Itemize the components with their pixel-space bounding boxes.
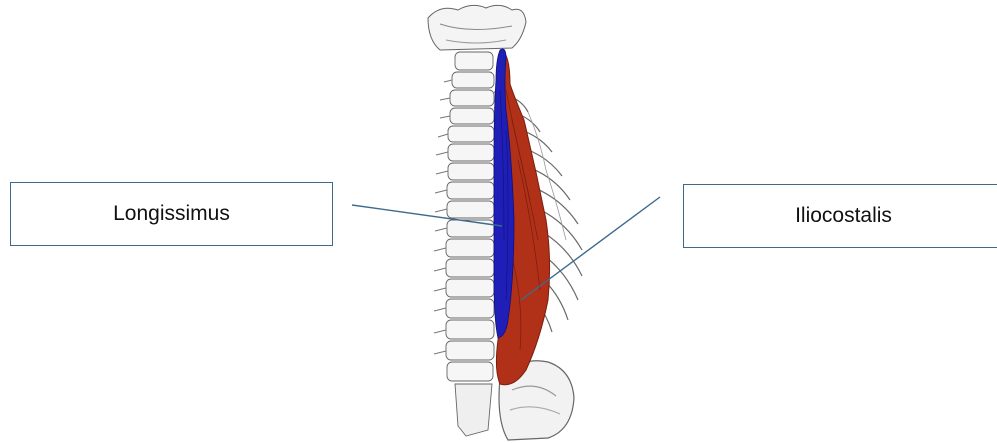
longissimus-label: Longissimus bbox=[113, 202, 230, 226]
iliocostalis-label-box: Iliocostalis bbox=[683, 184, 997, 248]
longissimus-label-box: Longissimus bbox=[10, 182, 333, 246]
iliocostalis-label: Iliocostalis bbox=[795, 204, 892, 228]
skull-base bbox=[428, 5, 526, 50]
vertebral-column bbox=[446, 52, 494, 436]
